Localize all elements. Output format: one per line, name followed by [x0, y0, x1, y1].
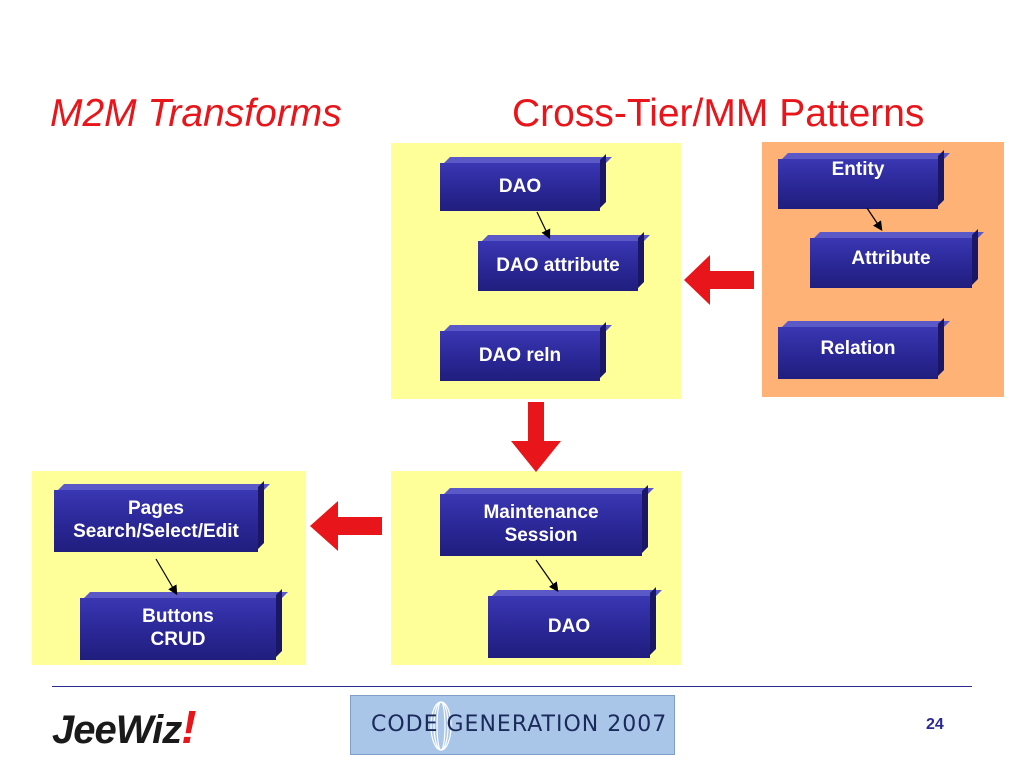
dao-attribute-box[interactable]: DAO attribute [478, 241, 638, 291]
jeewiz-logo-text: JeeWiz [52, 708, 182, 752]
dao-reln-box[interactable]: DAO reln [440, 331, 600, 381]
dao-attribute-box-label: DAO attribute [496, 254, 620, 276]
attribute-box[interactable]: Attribute [810, 238, 972, 288]
entity-box-label: Entity [831, 158, 885, 180]
red-arrow-left-bottom [310, 501, 382, 551]
pages-line-2: Search/Select/Edit [73, 521, 239, 542]
slide-title-right: Cross-Tier/MM Patterns [512, 92, 925, 135]
jeewiz-logo: JeeWiz! [52, 700, 197, 754]
code-generation-text: CODE GENERATION 2007 [371, 712, 668, 737]
relation-box[interactable]: Relation [778, 327, 938, 379]
dao-box[interactable]: DAO [440, 163, 600, 211]
attribute-box-label: Attribute [851, 247, 931, 269]
buttons-box-label: Buttons CRUD [142, 606, 214, 652]
maintenance-session-box[interactable]: Maintenance Session [440, 494, 642, 556]
jeewiz-logo-bang: ! [181, 701, 196, 753]
dao-box-label: DAO [498, 175, 542, 197]
relation-box-label: Relation [820, 337, 896, 359]
pages-box[interactable]: Pages Search/Select/Edit [54, 490, 258, 552]
maintenance-session-box-label: Maintenance Session [483, 502, 598, 548]
buttons-line-1: Buttons [142, 606, 214, 628]
buttons-line-2: CRUD [150, 629, 206, 650]
maintenance-line-1: Maintenance [483, 502, 599, 524]
dao-bottom-box[interactable]: DAO [488, 596, 650, 658]
pages-line-1: Pages [128, 498, 184, 520]
pages-box-label: Pages Search/Select/Edit [73, 498, 239, 544]
page-number: 24 [926, 716, 944, 733]
dao-reln-box-label: DAO reln [478, 344, 562, 366]
red-arrow-down [511, 402, 561, 472]
slide-title-left: M2M Transforms [50, 92, 342, 135]
maintenance-line-2: Session [504, 525, 578, 546]
code-generation-banner: CODE GENERATION 2007 [350, 695, 675, 755]
red-arrow-left-top [684, 255, 754, 305]
footer-divider [52, 686, 972, 687]
entity-box[interactable]: Entity [778, 159, 938, 209]
code-gen-rings-icon [430, 701, 452, 751]
dao-bottom-box-label: DAO [547, 615, 591, 637]
buttons-box[interactable]: Buttons CRUD [80, 598, 276, 660]
